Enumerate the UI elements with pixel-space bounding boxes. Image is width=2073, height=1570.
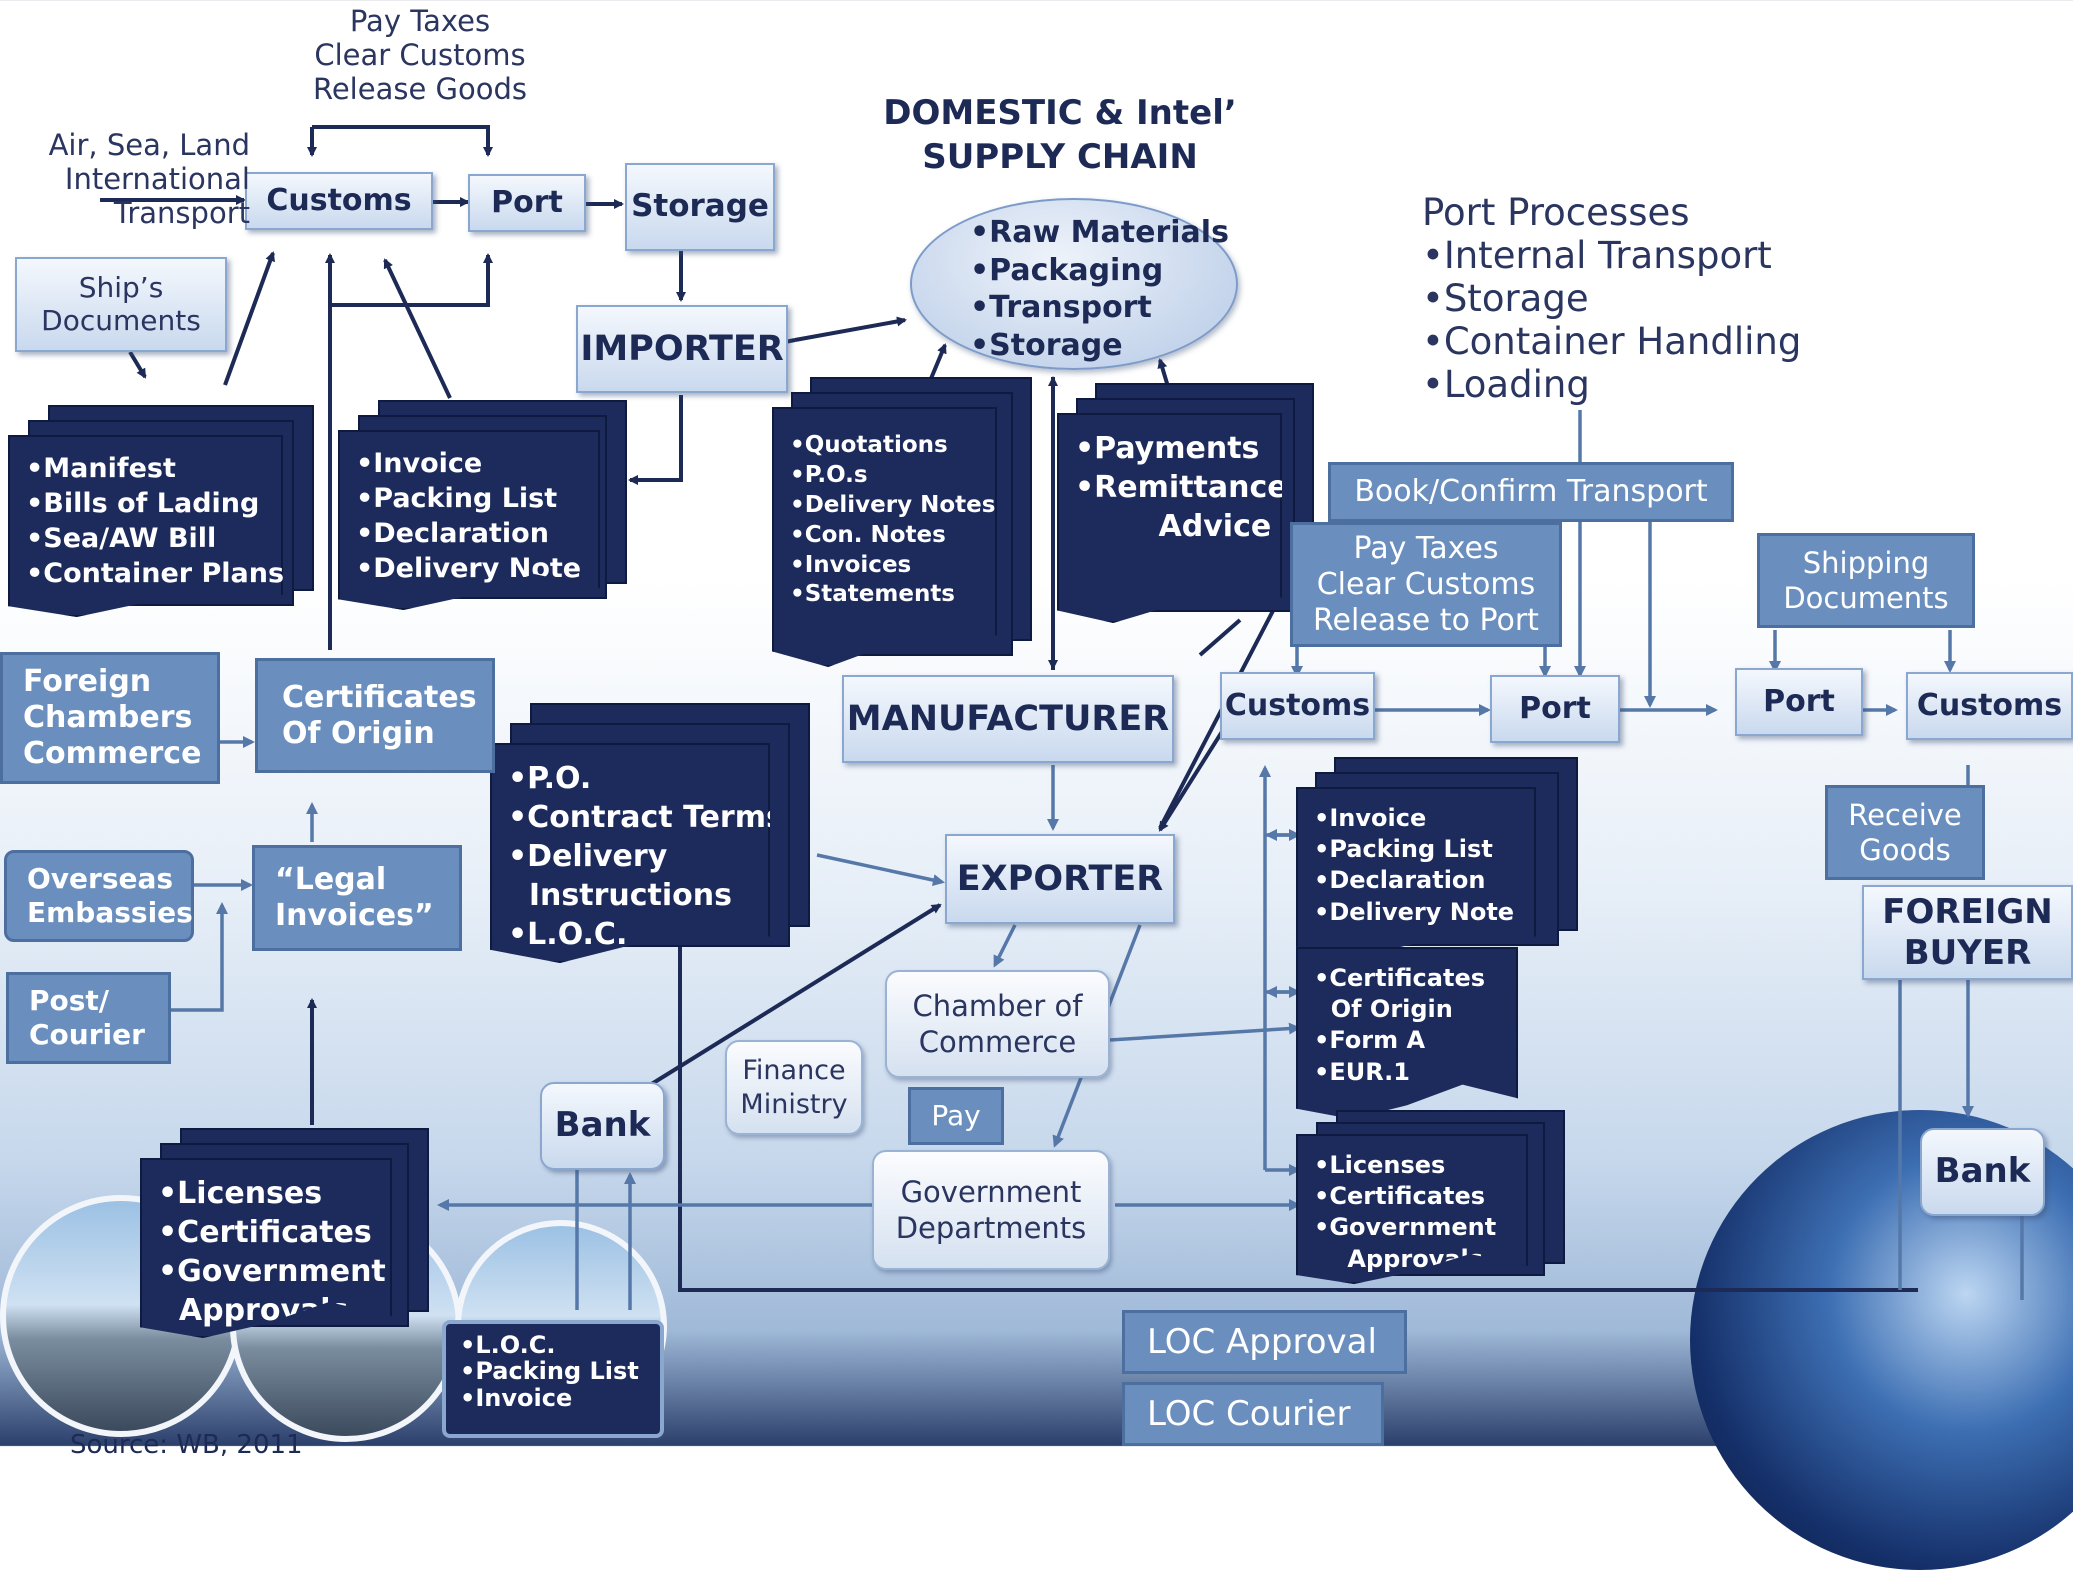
cert-right-list: •Certificates Of Origin •Form A •EUR.1 [1296,947,1518,1119]
manifest-stack[interactable]: •Manifest •Bills of Lading •Sea/AW Bill … [8,405,314,617]
bank-right-box[interactable]: Bank [1920,1128,2045,1216]
loc-docs-list: •L.O.C. •Packing List •Invoice [460,1331,639,1412]
quotations-stack[interactable]: •Quotations •P.O.s •Delivery Notes •Con.… [772,377,1032,667]
raw-materials-ellipse[interactable]: •Raw Materials •Packaging •Transport •St… [910,198,1238,370]
po-stack[interactable]: •P.O. •Contract Terms •Delivery Instruct… [490,703,810,963]
customs-top-box[interactable]: Customs [245,172,433,230]
customs-right-box[interactable]: Customs [1906,672,2073,740]
ships-documents-box[interactable]: Ship’s Documents [15,257,227,352]
port-right-box[interactable]: Port [1735,668,1863,736]
licenses-left-stack[interactable]: •Licenses •Certificates •Government Appr… [140,1128,430,1343]
transport-label: Air, Sea, Land International Transport [48,128,250,231]
cert-right-stack[interactable]: •Certificates Of Origin •Form A •EUR.1 [1296,947,1521,1122]
bank-left-box[interactable]: Bank [540,1082,665,1170]
quotations-list: •Quotations •P.O.s •Delivery Notes •Con.… [772,407,997,667]
loc-courier-box[interactable]: LOC Courier [1122,1382,1384,1446]
receive-goods-box[interactable]: Receive Goods [1825,785,1985,880]
chamber-commerce-box[interactable]: Chamber of Commerce [885,970,1110,1078]
overseas-embassies-box[interactable]: Overseas Embassies [4,850,194,942]
loc-docs-box[interactable]: •L.O.C. •Packing List •Invoice [442,1320,664,1438]
top-pay-taxes-label: Pay Taxes Clear Customs Release Goods [312,4,527,107]
port-processes-list: Port Processes •Internal Transport •Stor… [1422,191,1802,406]
certificates-origin-box[interactable]: Certificates Of Origin [255,658,495,773]
port-top-box[interactable]: Port [468,174,586,232]
foreign-buyer-box[interactable]: FOREIGN BUYER [1862,885,2073,980]
finance-ministry-box[interactable]: Finance Ministry [725,1040,863,1135]
pay-box[interactable]: Pay [908,1087,1004,1145]
port-mid-box[interactable]: Port [1490,675,1620,743]
foreign-chambers-box[interactable]: Foreign Chambers Commerce [0,652,220,784]
legal-invoices-box[interactable]: “Legal Invoices” [252,845,462,951]
book-confirm-transport-box[interactable]: Book/Confirm Transport [1328,462,1734,522]
storage-box[interactable]: Storage [625,163,775,251]
customs-mid-box[interactable]: Customs [1220,672,1375,740]
pay-taxes-release-box[interactable]: Pay Taxes Clear Customs Release to Port [1290,522,1562,647]
supply-chain-heading: DOMESTIC & Intel’ SUPPLY CHAIN [883,93,1237,177]
loc-approval-box[interactable]: LOC Approval [1122,1310,1407,1374]
shipping-documents-box[interactable]: Shipping Documents [1757,533,1975,628]
government-departments-box[interactable]: Government Departments [872,1150,1110,1270]
importer-box[interactable]: IMPORTER [576,305,788,393]
exporter-box[interactable]: EXPORTER [945,834,1175,924]
licenses-right-stack[interactable]: •Licenses •Certificates •Government Appr… [1296,1110,1566,1285]
payments-stack[interactable]: •Payments •Remittance Advice [1057,383,1314,623]
invoice-right-stack[interactable]: •Invoice •Packing List •Declaration •Del… [1296,757,1578,962]
invoice-top-stack[interactable]: •Invoice •Packing List •Declaration •Del… [338,400,628,610]
manufacturer-box[interactable]: MANUFACTURER [842,675,1174,763]
post-courier-box[interactable]: Post/ Courier [6,972,171,1064]
